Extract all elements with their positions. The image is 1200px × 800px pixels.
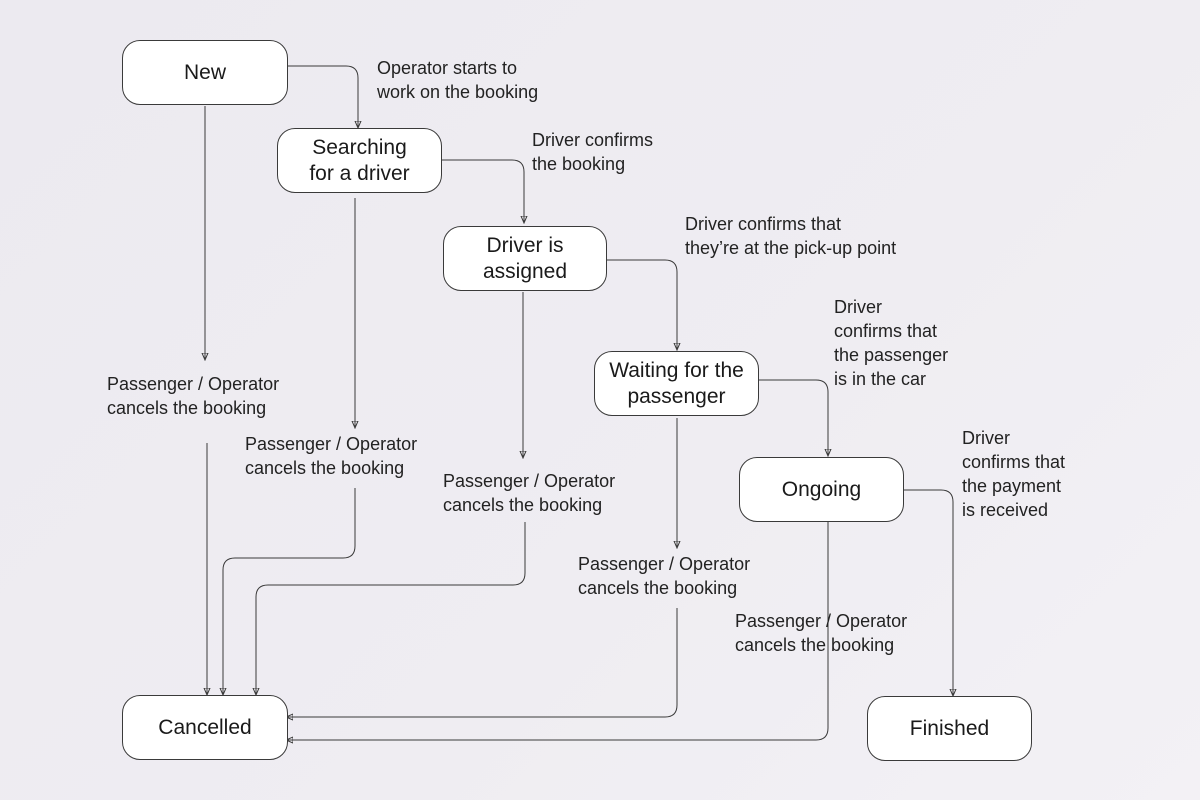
label-driver-at-pickup: Driver confirms that they’re at the pick…: [685, 214, 897, 258]
label-passenger-in-car: Driver confirms that the passenger is in…: [834, 297, 949, 389]
label-cancel-from-new: Passenger / Operator cancels the booking: [107, 374, 280, 418]
edge-waiting-cancel-out: [286, 608, 678, 717]
state-ongoing: Ongoing: [739, 457, 904, 522]
state-cancelled: Cancelled: [122, 695, 288, 760]
label-cancel-from-assigned: Passenger / Operator cancels the booking: [443, 471, 616, 515]
edge-ongoing-to-finished: [904, 489, 953, 696]
state-searching-for-driver: Searching for a driver: [277, 128, 442, 193]
label-payment-received: Driver confirms that the payment is rece…: [962, 428, 1066, 520]
edge-ongoing-cancel-out: [286, 520, 829, 740]
edge-new-to-searching: [288, 65, 358, 128]
state-driver-assigned: Driver is assigned: [443, 226, 607, 291]
label-driver-confirms-booking: Driver confirms the booking: [532, 130, 654, 174]
label-cancel-from-ongoing: Passenger / Operator cancels the booking: [735, 611, 908, 655]
state-finished: Finished: [867, 696, 1032, 761]
edge-assigned-cancel-out: [256, 522, 526, 695]
edge-searching-cancel-out: [223, 488, 356, 695]
edge-searching-to-assigned: [442, 159, 524, 223]
state-waiting-for-passenger: Waiting for the passenger: [594, 351, 759, 416]
label-cancel-from-waiting: Passenger / Operator cancels the booking: [578, 554, 751, 598]
label-operator-starts-work: Operator starts to work on the booking: [377, 58, 539, 102]
edge-waiting-to-ongoing: [759, 379, 828, 456]
state-new: New: [122, 40, 288, 105]
label-cancel-from-searching: Passenger / Operator cancels the booking: [245, 434, 418, 478]
edge-assigned-to-waiting: [607, 259, 677, 350]
